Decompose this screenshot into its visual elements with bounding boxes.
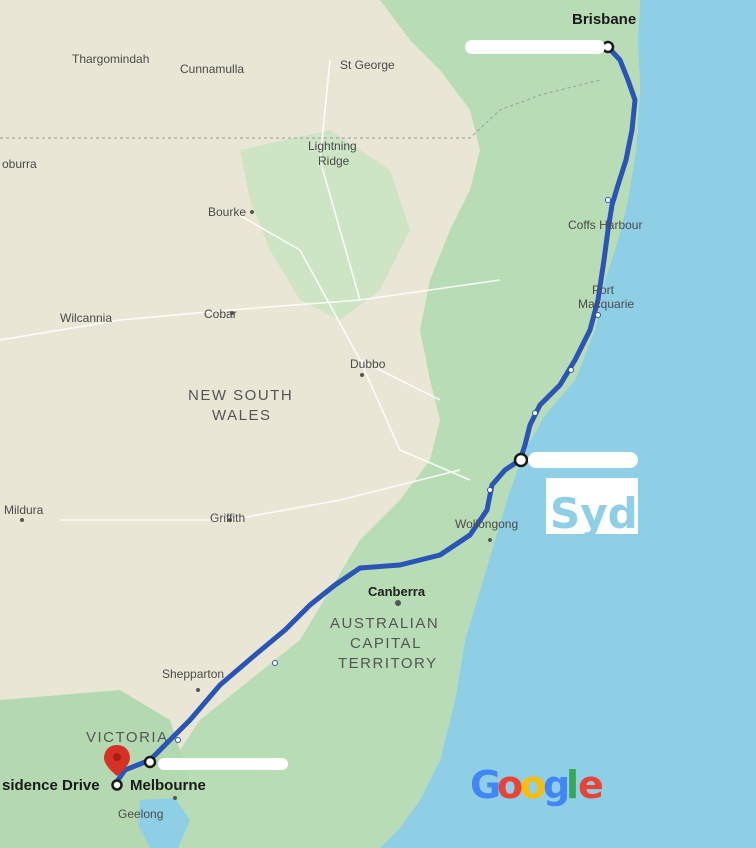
google-logo-letter: l	[566, 763, 579, 807]
annotation-background	[546, 478, 638, 534]
label-port-macquarie-2: Macquarie	[578, 297, 634, 311]
residence-marker[interactable]	[111, 779, 123, 791]
state-border-qld	[0, 79, 601, 139]
label-act-line2: CAPITAL	[350, 635, 422, 652]
label-act-line3: TERRITORY	[338, 655, 438, 672]
label-canberra: Canberra	[368, 584, 426, 599]
redacted-label-brisbane	[465, 40, 605, 54]
label-st-george: St George	[340, 58, 395, 72]
roads	[0, 59, 501, 521]
sydney-marker[interactable]	[513, 452, 529, 468]
label-melbourne: Melbourne	[130, 777, 206, 794]
label-bourke: Bourke	[208, 205, 246, 219]
google-logo-letter: G	[470, 763, 501, 807]
label-nsw-line1: NEW SOUTH	[188, 387, 293, 404]
google-logo-letter: o	[520, 763, 546, 807]
label-nsw-line2: WALES	[212, 407, 271, 424]
label-geelong: Geelong	[118, 807, 163, 821]
label-wollongong: Wollongong	[455, 517, 518, 531]
label-victoria: VICTORIA	[86, 729, 169, 746]
coastal-forest	[150, 0, 640, 848]
redacted-label-melbourne-stop	[158, 758, 288, 770]
label-mildura: Mildura	[4, 503, 44, 517]
melbourne-stop-marker[interactable]	[143, 755, 157, 769]
google-logo-letter: g	[543, 763, 570, 807]
google-logo-letter: o	[497, 763, 523, 807]
route-waypoints	[175, 197, 611, 743]
label-lightning-ridge-2: Ridge	[318, 154, 350, 168]
label-port-macquarie-1: Port	[592, 283, 615, 297]
port-phillip-bay	[138, 798, 190, 848]
label-cunnamulla: Cunnamulla	[180, 62, 244, 76]
label-oburra: oburra	[2, 157, 37, 171]
label-cobar: Cobar	[204, 307, 237, 321]
town-dots	[20, 210, 492, 800]
label-residence-drive: sidence Drive	[2, 777, 100, 794]
label-act-line1: AUSTRALIAN	[330, 615, 439, 632]
label-shepparton: Shepparton	[162, 667, 224, 681]
label-griffith: Griffith	[210, 511, 245, 525]
inland-forest	[240, 130, 410, 320]
annotation-syd: Syd	[550, 489, 638, 538]
google-logo-letter: e	[578, 763, 604, 807]
label-thargomindah: Thargomindah	[72, 52, 149, 66]
label-lightning-ridge-1: Lightning	[308, 139, 357, 153]
destination-pin-icon[interactable]	[104, 745, 130, 776]
label-dubbo: Dubbo	[350, 357, 386, 371]
label-wilcannia: Wilcannia	[60, 311, 112, 325]
redacted-label-sydney	[528, 452, 638, 468]
label-coffs-harbour: Coffs Harbour	[568, 218, 642, 232]
label-brisbane: Brisbane	[572, 11, 636, 28]
